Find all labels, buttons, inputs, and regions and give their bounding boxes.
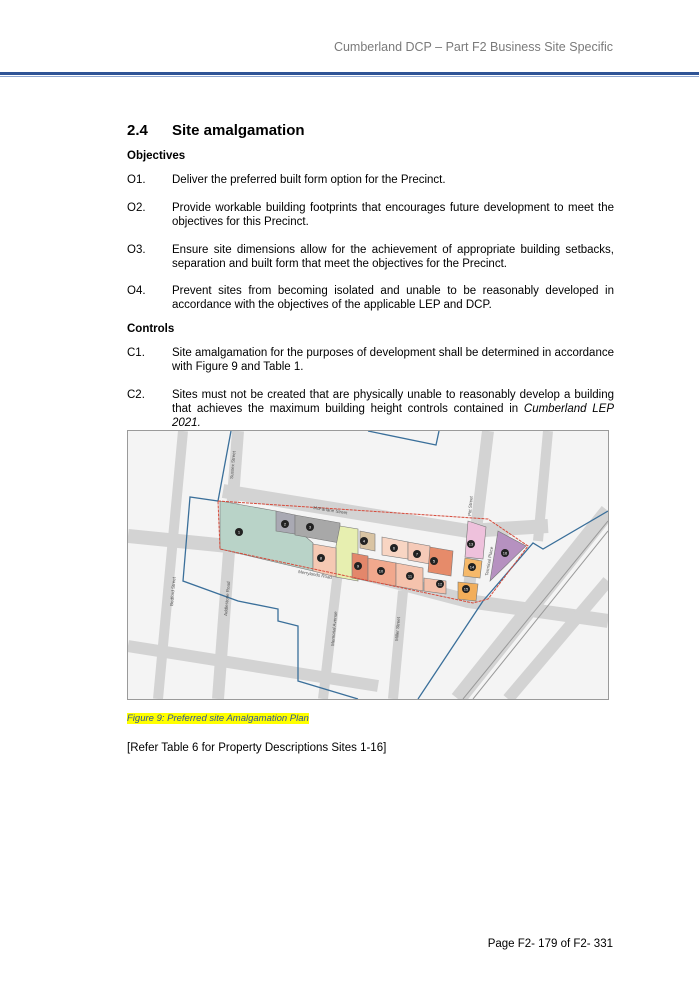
item-key: C2. [127,389,145,401]
item-text-main: Sites must not be created that are physi… [172,389,614,415]
site-number: 15 [464,587,469,592]
control-item: C2. Sites must not be created that are ph… [127,388,614,430]
item-text: Site amalgamation for the purposes of de… [172,347,614,373]
site-marker: 1 [235,528,243,536]
item-key: C1. [127,347,145,359]
site-marker-circle [467,540,475,548]
site-marker-circle [501,549,509,557]
item-text: Ensure site dimensions allow for the ach… [172,244,614,270]
street-label: Addlestone Road [223,581,231,616]
site-marker-circle [462,585,470,593]
section-number: 2.4 [127,122,148,139]
site-marker-circle [390,544,398,552]
street-label: Bedford Street [169,576,177,606]
site-number: 12 [438,582,443,587]
site-marker-circle [281,520,289,528]
site-number: 7 [416,552,419,557]
site-number: 4 [363,539,366,544]
site-marker-circle [406,572,414,580]
site-marker: 13 [467,540,475,548]
site-12 [427,546,454,577]
site-marker-circle [235,528,243,536]
site-14 [464,520,487,560]
site-marker-circle [413,550,421,558]
street-label: Miller Street [394,616,401,641]
header-rule-thin [0,76,699,77]
item-key: O3. [127,244,146,256]
running-header: Cumberland DCP – Part F2 Business Site S… [333,40,613,54]
boundary-line [367,430,440,446]
site-number: 3 [309,525,312,530]
item-text: Prevent sites from becoming isolated and… [172,285,614,311]
street-label: Terminal Place [484,546,494,576]
railway [462,520,609,700]
page-number: Page F2- 179 of F2- 331 [487,938,613,950]
site-marker: 10 [377,567,385,575]
section-title: Site amalgamation [172,122,305,139]
objective-item: O4. Prevent sites from becoming isolated … [127,284,614,312]
site-marker: 9 [354,562,362,570]
site-number: 16 [503,551,508,556]
item-text: Deliver the preferred built form option … [172,174,446,186]
street-label: McFarlane Street [313,505,349,515]
site-number: 10 [379,569,384,574]
precinct-boundary [217,500,529,604]
objective-item: O3. Ensure site dimensions allow for the … [127,243,614,271]
section-heading: 2.4 Site amalgamation [127,122,305,139]
item-key: O2. [127,202,146,214]
site-marker: 15 [462,585,470,593]
site-number: 1 [238,530,241,535]
item-key: O4. [127,285,146,297]
site-number: 2 [284,522,287,527]
site-6 [312,543,337,578]
boundary-line [182,430,359,700]
site-marker-circle [306,523,314,531]
item-text-italic: Cumberland LEP 2021. [172,403,615,429]
site-marker: 2 [281,520,289,528]
site-marker-circle [360,537,368,545]
objective-item: O1. Deliver the preferred built form opti… [127,173,614,187]
item-text: Sites must not be created that are physi… [172,388,614,430]
site-marker-circle [317,554,325,562]
site-marker: 12 [436,580,444,588]
site-number: 6 [393,546,396,551]
site-number: 8 [320,556,323,561]
header-rule [0,72,699,75]
figure-caption: Figure 9: Preferred site Amalgamation Pl… [127,713,309,724]
site-marker: 3 [306,523,314,531]
site-marker-circle [468,563,476,571]
objective-item: O2. Provide workable building footprints … [127,201,614,229]
street-label: Pitt Street [467,495,474,516]
site-marker: 11 [406,572,414,580]
street-label: Memorial Avenue [330,611,338,646]
site-number: 13 [469,542,474,547]
site-marker: 16 [501,549,509,557]
site-number: 9 [357,564,360,569]
item-text: Provide workable building footprints tha… [172,202,614,228]
site-number: 11 [408,574,413,579]
site-marker: 5 [430,557,438,565]
site-marker: 14 [468,563,476,571]
site-marker: 8 [317,554,325,562]
site-marker-circle [430,557,438,565]
street-label: Merrylands Road [298,569,333,580]
site-marker-circle [436,580,444,588]
site-marker: 4 [360,537,368,545]
street-label: Sussex Street [229,450,236,479]
site-marker: 7 [413,550,421,558]
site-17 [489,530,527,582]
site-marker: 6 [390,544,398,552]
site-number: 5 [433,559,436,564]
table-reference: [Refer Table 6 for Property Descriptions… [127,742,387,754]
control-item: C1. Site amalgamation for the purposes of… [127,346,614,374]
boundary-line [417,510,609,700]
item-key: O1. [127,174,146,186]
controls-heading: Controls [127,323,175,335]
objectives-heading: Objectives [127,150,186,162]
site-marker-circle [377,567,385,575]
site-number: 14 [470,565,475,570]
site-marker-circle [354,562,362,570]
